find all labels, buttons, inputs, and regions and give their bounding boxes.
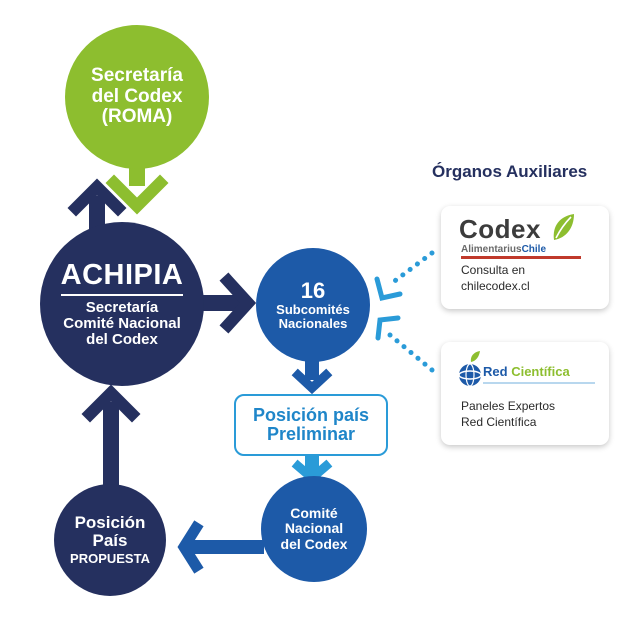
roma-line1: Secretaría <box>91 65 183 87</box>
subcomites-number: 16 <box>300 278 326 304</box>
card-red-cientifica: Red Científica Paneles Expertos Red Cien… <box>441 342 609 445</box>
achipia-line3: del Codex <box>86 331 158 349</box>
dotted-arrow-red-to-subcomites <box>375 315 435 373</box>
codex-card-text: Consulta en chilecodex.cl <box>461 263 530 294</box>
node-comite-nacional-codex: Comité Nacional del Codex <box>261 476 367 582</box>
subcomites-line1: Subcomités <box>276 301 350 317</box>
red-card-line2: Red Científica <box>461 414 537 429</box>
arrow-comite-to-propuesta <box>177 520 264 574</box>
codex-card-line2: chilecodex.cl <box>461 278 530 293</box>
achipia-line1: Secretaría <box>85 298 159 316</box>
comite-line3: del Codex <box>280 535 348 552</box>
arrow-subcomites-to-preliminar <box>291 360 333 395</box>
node-subcomites-nacionales: 16 Subcomités Nacionales <box>256 248 370 362</box>
codex-logo-underline <box>461 256 581 259</box>
node-posicion-pais-preliminar: Posición país Preliminar <box>234 394 388 456</box>
red-logo-word: Red Científica <box>483 364 570 379</box>
arrow-achipia-to-subcomites <box>198 272 257 334</box>
red-card-line1: Paneles Expertos <box>461 399 556 413</box>
comite-line1: Comité <box>290 505 338 522</box>
card-codex-alimentarius-chile: Codex AlimentariusChile Consulta en chil… <box>441 206 609 309</box>
dotted-arrow-codex-to-subcomites <box>374 250 435 301</box>
arrow-roma-to-achipia <box>105 164 169 215</box>
preliminar-line1: Posición país <box>252 404 370 425</box>
red-logo-word-b: Científica <box>511 364 570 379</box>
arrow-achipia-to-roma <box>67 178 127 230</box>
codex-logo-sub-b: Chile <box>521 244 547 255</box>
globe-leaf-icon <box>458 351 482 387</box>
codex-logo-sub-a: Alimentarius <box>461 244 522 255</box>
leaf-icon <box>553 214 574 240</box>
organos-auxiliares-title: Órganos Auxiliares <box>432 162 588 181</box>
roma-line2: del Codex <box>91 85 183 107</box>
subcomites-line2: Nacionales <box>278 315 348 331</box>
red-logo-underline <box>483 382 595 384</box>
red-card-text: Paneles Expertos Red Científica <box>461 399 555 430</box>
node-posicion-pais-propuesta: Posición País PROPUESTA <box>54 484 166 596</box>
achipia-line2: Comité Nacional <box>63 315 181 333</box>
propuesta-line1: Posición <box>74 512 146 532</box>
node-achipia: ACHIPIA Secretaría Comité Nacional del C… <box>40 222 204 386</box>
roma-line3: (ROMA) <box>101 106 173 128</box>
propuesta-line2: País <box>92 530 128 550</box>
codex-card-line1: Consulta en <box>461 263 526 277</box>
arrow-preliminar-to-comite <box>291 456 333 484</box>
codex-logo-subtitle: AlimentariusChile <box>461 244 546 255</box>
arrow-propuesta-to-achipia <box>81 384 141 486</box>
red-logo-word-a: Red <box>483 364 508 379</box>
codex-logo-word: Codex <box>459 214 541 244</box>
propuesta-line3: PROPUESTA <box>70 551 150 567</box>
node-secretaria-codex-roma: Secretaría del Codex (ROMA) <box>65 25 209 169</box>
comite-line2: Nacional <box>284 520 344 537</box>
preliminar-line2: Preliminar <box>266 424 356 444</box>
achipia-name: ACHIPIA <box>60 259 184 296</box>
